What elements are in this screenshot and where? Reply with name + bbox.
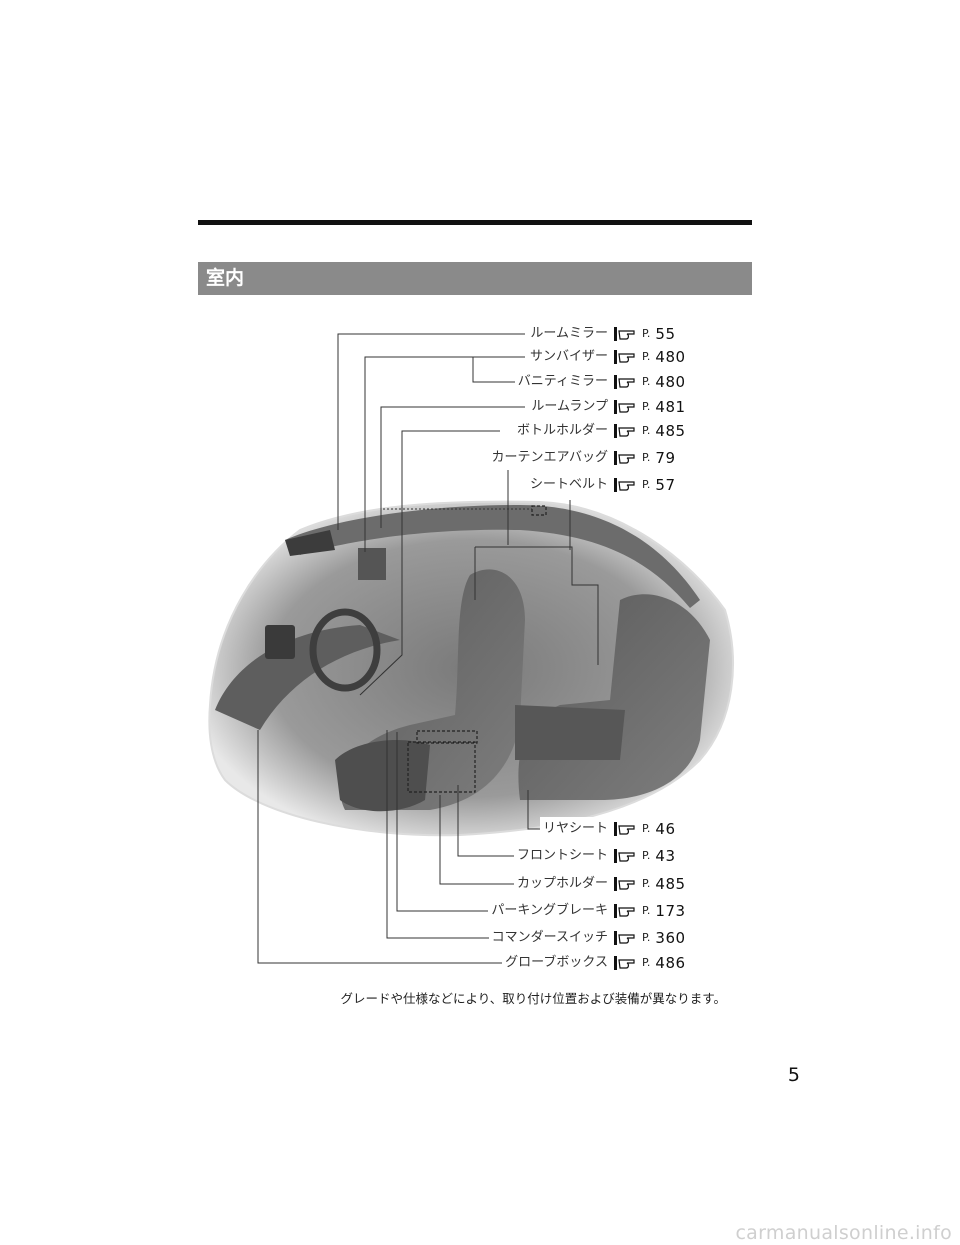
pointing-hand-icon — [614, 877, 635, 891]
ref-rear-seat[interactable]: P. 46 — [614, 817, 676, 841]
page-ref-number: 486 — [655, 954, 686, 972]
ref-vanity-mirror[interactable]: P. 480 — [614, 370, 686, 394]
page-ref-number: 480 — [655, 348, 686, 366]
cup-holder-marker — [416, 730, 478, 744]
label-text: ルームミラー — [527, 322, 608, 346]
page-ref-number: 480 — [655, 373, 686, 391]
ref-bottle-holder[interactable]: P. 485 — [614, 419, 686, 443]
pointing-hand-icon — [614, 849, 635, 863]
leader-lines-bottom — [257, 730, 540, 964]
top-rule — [198, 220, 752, 225]
pointing-hand-icon — [614, 478, 635, 492]
headliner — [285, 505, 700, 608]
label-text: リヤシート — [539, 817, 608, 841]
label-text: サンバイザー — [526, 345, 608, 369]
label-room-mirror: ルームミラー — [300, 322, 608, 346]
label-text: グローブボックス — [502, 951, 608, 975]
ref-seat-belt[interactable]: P. 57 — [614, 473, 676, 497]
ref-room-lamp[interactable]: P. 481 — [614, 395, 686, 419]
pointing-hand-icon — [614, 822, 635, 836]
page-ref-number: 485 — [655, 875, 686, 893]
label-cup-holder: カップホルダー — [300, 872, 608, 896]
label-parking-brake: パーキングブレーキ — [300, 899, 608, 923]
page-prefix: P. — [642, 451, 651, 464]
ref-room-mirror[interactable]: P. 55 — [614, 322, 676, 346]
label-room-lamp: ルームランプ — [300, 395, 608, 419]
center-display — [265, 625, 295, 659]
label-text: コマンダースイッチ — [488, 926, 608, 950]
label-commander-switch: コマンダースイッチ — [300, 926, 608, 950]
room-lamp-marker — [531, 505, 547, 516]
console-marker — [407, 741, 476, 793]
label-glove-box: グローブボックス — [300, 951, 608, 975]
sun-visor-shape — [358, 548, 386, 580]
label-bottle-holder: ボトルホルダー — [300, 419, 608, 443]
mirror-shape — [285, 530, 335, 556]
pointing-hand-icon — [614, 327, 635, 341]
page-prefix: P. — [642, 478, 651, 491]
label-seat-belt: シートベルト — [300, 473, 608, 497]
pointing-hand-icon — [614, 956, 635, 970]
page-prefix: P. — [642, 849, 651, 862]
page-prefix: P. — [642, 424, 651, 437]
page-prefix: P. — [642, 327, 651, 340]
ref-glove-box[interactable]: P. 486 — [614, 951, 686, 975]
steering-wheel — [309, 608, 381, 692]
label-text: ルームランプ — [528, 395, 608, 419]
ref-curtain-airbag[interactable]: P. 79 — [614, 446, 676, 470]
ref-front-seat[interactable]: P. 43 — [614, 844, 676, 868]
pointing-hand-icon — [614, 451, 635, 465]
page-ref-number: 46 — [655, 820, 676, 838]
label-text: ボトルホルダー — [513, 419, 608, 443]
page-ref-number: 485 — [655, 422, 686, 440]
pointing-hand-icon — [614, 931, 635, 945]
pointing-hand-icon — [614, 350, 635, 364]
label-text: フロントシート — [513, 844, 608, 868]
section-header: 室内 — [198, 262, 752, 295]
label-front-seat: フロントシート — [300, 844, 608, 868]
page-prefix: P. — [642, 877, 651, 890]
label-text: カップホルダー — [513, 872, 608, 896]
label-sun-visor: サンバイザー — [300, 345, 608, 369]
page-prefix: P. — [642, 350, 651, 363]
ref-commander-switch[interactable]: P. 360 — [614, 926, 686, 950]
page-ref-number: 55 — [655, 325, 676, 343]
ref-parking-brake[interactable]: P. 173 — [614, 899, 686, 923]
watermark: carmanualsonline.info — [735, 1222, 952, 1244]
label-rear-seat: リヤシート — [300, 817, 608, 841]
section-title: 室内 — [206, 267, 245, 289]
label-text: パーキングブレーキ — [488, 899, 608, 923]
page-ref-number: 481 — [655, 398, 686, 416]
pointing-hand-icon — [614, 904, 635, 918]
leader-lines-top — [337, 333, 599, 696]
page-ref-number: 360 — [655, 929, 686, 947]
page-number: 5 — [787, 1064, 800, 1086]
page-prefix: P. — [642, 956, 651, 969]
page-prefix: P. — [642, 931, 651, 944]
pointing-hand-icon — [614, 375, 635, 389]
page-prefix: P. — [642, 400, 651, 413]
driver-seat-shape — [335, 740, 430, 812]
label-text: バニティミラー — [514, 370, 608, 394]
page-ref-number: 43 — [655, 847, 676, 865]
page-ref-number: 79 — [655, 449, 676, 467]
ref-sun-visor[interactable]: P. 480 — [614, 345, 686, 369]
ref-cup-holder[interactable]: P. 485 — [614, 872, 686, 896]
page-ref-number: 57 — [655, 476, 676, 494]
label-curtain-airbag: カーテンエアバッグ — [300, 446, 608, 470]
page-ref-number: 173 — [655, 902, 686, 920]
pointing-hand-icon — [614, 424, 635, 438]
label-vanity-mirror: バニティミラー — [300, 370, 608, 394]
pointing-hand-icon — [614, 400, 635, 414]
page-prefix: P. — [642, 375, 651, 388]
label-text: カーテンエアバッグ — [488, 446, 608, 470]
label-text: シートベルト — [526, 473, 608, 497]
footnote: グレードや仕様などにより、取り付け位置および装備が異なります。 — [340, 991, 726, 1006]
page-prefix: P. — [642, 904, 651, 917]
page-prefix: P. — [642, 822, 651, 835]
rear-bench — [515, 705, 625, 760]
dashboard — [215, 625, 400, 730]
